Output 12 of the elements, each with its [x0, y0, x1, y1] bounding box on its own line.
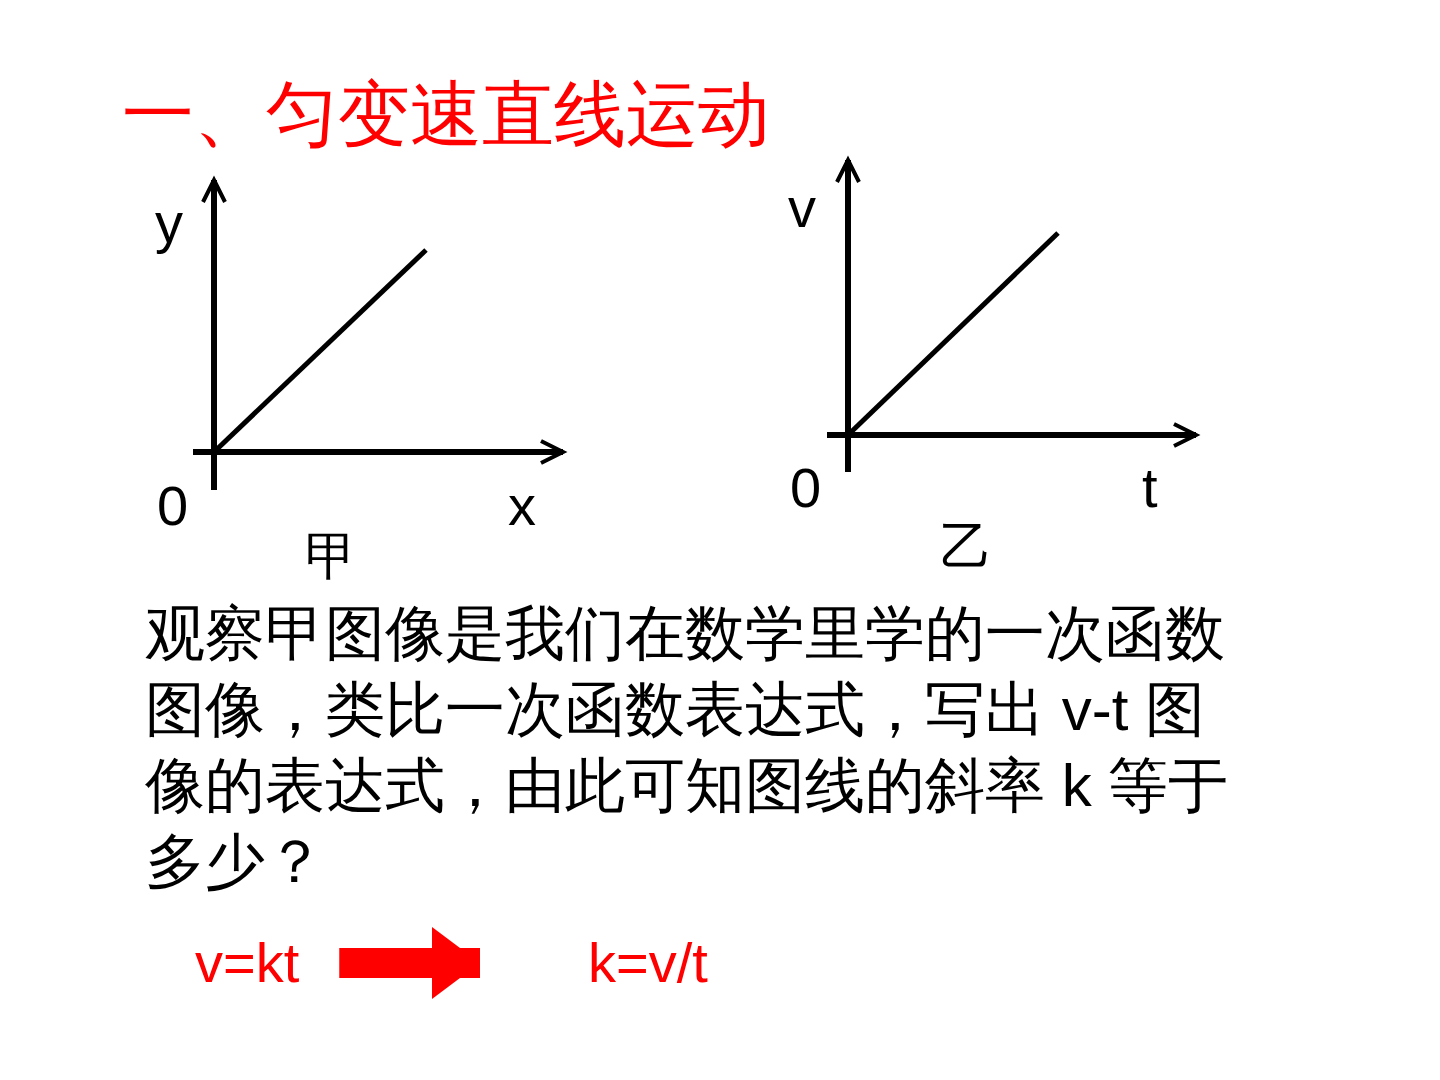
graph-caption: 甲	[305, 530, 357, 582]
slide-title: 一、匀变速直线运动	[122, 78, 770, 150]
origin-label: 0	[790, 460, 822, 516]
axis-label: x	[508, 478, 536, 534]
graph-caption: 乙	[940, 520, 992, 572]
axis-label: v	[788, 180, 816, 236]
axis-label: t	[1142, 460, 1158, 516]
formula: v=kt	[195, 935, 300, 991]
origin-label: 0	[157, 478, 189, 534]
formula: k=v/t	[588, 935, 708, 991]
arrow	[339, 927, 480, 999]
question-text: 观察甲图像是我们在数学里学的一次函数图像，类比一次函数表达式，写出 v-t 图像的表达式，由此可知图线的斜率 k 等于多少？	[145, 599, 1230, 897]
